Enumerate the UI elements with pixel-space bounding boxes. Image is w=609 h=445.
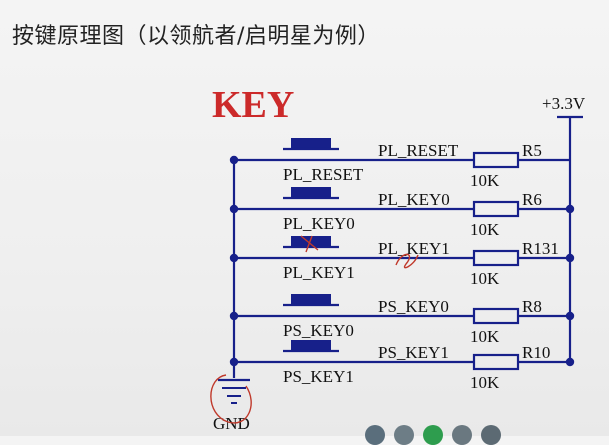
- resistor-body: [472, 249, 520, 267]
- junction-dot: [565, 204, 575, 214]
- resistor-value: 10K: [470, 171, 500, 190]
- supply-label: +3.3V: [542, 94, 586, 113]
- annotation-circle-ground: [210, 374, 252, 424]
- net-label: PS_KEY1: [378, 343, 449, 362]
- overlay-toolbar-hint: [365, 425, 501, 445]
- junction-dot: [565, 253, 575, 263]
- page-title: 按键原理图（以领航者/启明星为例）: [12, 24, 380, 49]
- schematic-heading: KEY: [212, 84, 294, 126]
- junction-dot: [229, 357, 239, 367]
- supply-symbol: +3.3V: [542, 94, 586, 362]
- annotation-arrow-pl-key1: [300, 235, 319, 253]
- toolbar-dot: [394, 425, 414, 445]
- button-row: PL_RESET PL_RESET R5 10K: [229, 138, 570, 190]
- ground-symbol: GND: [213, 378, 250, 433]
- net-label: PL_RESET: [378, 141, 459, 160]
- net-label: PL_KEY1: [378, 239, 450, 258]
- push-button-cap: [291, 294, 331, 305]
- resistor-value: 10K: [470, 220, 500, 239]
- net-label: PS_KEY0: [378, 297, 449, 316]
- button-rows: PL_RESETPL_RESETR510KPL_KEY0PL_KEY0R610K…: [229, 138, 575, 392]
- resistor-ref: R131: [522, 239, 559, 258]
- resistor-body: [472, 353, 520, 371]
- handwritten-annotations: [210, 235, 419, 424]
- toolbar-dot: [481, 425, 501, 445]
- junction-dot: [229, 311, 239, 321]
- junction-dot: [565, 311, 575, 321]
- button-label: PS_KEY0: [283, 321, 354, 340]
- push-button-cap: [291, 340, 331, 351]
- junction-dot: [565, 357, 575, 367]
- resistor-ref: R6: [522, 190, 542, 209]
- resistor-value: 10K: [470, 269, 500, 288]
- junction-dot: [229, 253, 239, 263]
- resistor-value: 10K: [470, 327, 500, 346]
- toolbar-dot: [452, 425, 472, 445]
- resistor-value: 10K: [470, 373, 500, 392]
- toolbar-dot: [423, 425, 443, 445]
- button-label: PL_KEY0: [283, 214, 355, 233]
- junction-dot: [229, 155, 239, 165]
- push-button-cap: [291, 236, 331, 247]
- resistor-ref: R10: [522, 343, 550, 362]
- toolbar-dot: [365, 425, 385, 445]
- resistor-body: [472, 307, 520, 325]
- button-label: PL_KEY1: [283, 263, 355, 282]
- annotation-squiggle-pl-key1: [395, 253, 419, 269]
- resistor-body: [472, 200, 520, 218]
- junction-dot: [229, 204, 239, 214]
- resistor-body: [472, 151, 520, 169]
- resistor-ref: R5: [522, 141, 542, 160]
- button-label: PS_KEY1: [283, 367, 354, 386]
- key-schematic: KEY +3.3V PL_RESETPL_RESETR510KPL_KEY0PL…: [210, 84, 586, 433]
- net-label: PL_KEY0: [378, 190, 450, 209]
- button-label: PL_RESET: [283, 165, 364, 184]
- resistor-ref: R8: [522, 297, 542, 316]
- push-button-cap: [291, 138, 331, 149]
- push-button-cap: [291, 187, 331, 198]
